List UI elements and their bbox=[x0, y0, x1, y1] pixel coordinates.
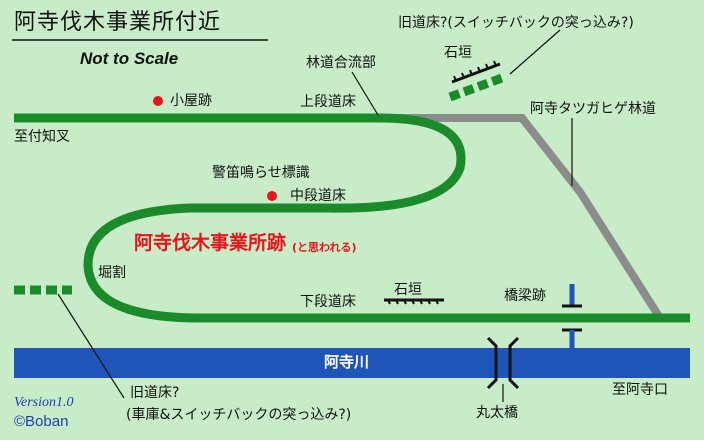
forest-road-line bbox=[380, 114, 664, 321]
label-stone-wall-lower: 石垣 bbox=[394, 282, 422, 298]
bridge-pier-icon bbox=[562, 284, 582, 348]
label-middle-bed: 中段道床 bbox=[290, 188, 346, 204]
label-stone-wall-top: 石垣 bbox=[444, 45, 472, 61]
site-name: 阿寺伐木事業所跡 bbox=[134, 232, 287, 254]
label-upper-bed: 上段道床 bbox=[300, 94, 356, 110]
label-lower-bed: 下段道床 bbox=[300, 294, 356, 310]
leader-old-bed-left bbox=[57, 293, 125, 399]
old-bed-top-dashes bbox=[448, 73, 504, 102]
label-hut-ruin: 小屋跡 bbox=[170, 93, 212, 109]
label-old-bed-left-1: 旧道床? bbox=[130, 385, 180, 401]
map-title: 阿寺伐木事業所付近 bbox=[14, 10, 222, 35]
railway-line bbox=[14, 113, 690, 323]
version-text: Version1.0 bbox=[14, 395, 74, 410]
stone-wall-top-icon bbox=[451, 60, 501, 84]
whistle-sign-marker bbox=[267, 191, 277, 201]
stone-wall-lower-icon bbox=[384, 298, 444, 305]
site-note: (と思われる) bbox=[292, 241, 357, 254]
label-junction: 林道合流部 bbox=[306, 55, 376, 71]
label-right-lower: 至阿寺口 bbox=[612, 382, 668, 398]
log-bridge-icon bbox=[486, 336, 520, 390]
label-cutting: 堀割 bbox=[98, 265, 126, 281]
map-subtitle: Not to Scale bbox=[80, 49, 179, 68]
label-old-bed-left-2: (車庫&スイッチバックの突っ込み?) bbox=[126, 407, 352, 423]
river-band bbox=[14, 348, 690, 378]
label-log-bridge: 丸太橋 bbox=[476, 405, 518, 421]
hut-ruin-marker bbox=[153, 96, 163, 106]
credit-text: ©Boban bbox=[14, 413, 69, 430]
leader-junction bbox=[351, 71, 379, 116]
label-whistle-sign: 警笛鳴らせ標識 bbox=[212, 165, 310, 181]
leader-switchback-top bbox=[509, 29, 561, 75]
label-bridge-pier: 橋梁跡 bbox=[504, 288, 546, 304]
label-forest-road: 阿寺タツガヒゲ林道 bbox=[530, 101, 656, 117]
label-switchback-top: 旧道床?(スイッチバックの突っ込み?) bbox=[398, 15, 634, 31]
river-name: 阿寺川 bbox=[324, 353, 370, 371]
label-left-upper: 至付知叉 bbox=[14, 129, 70, 145]
